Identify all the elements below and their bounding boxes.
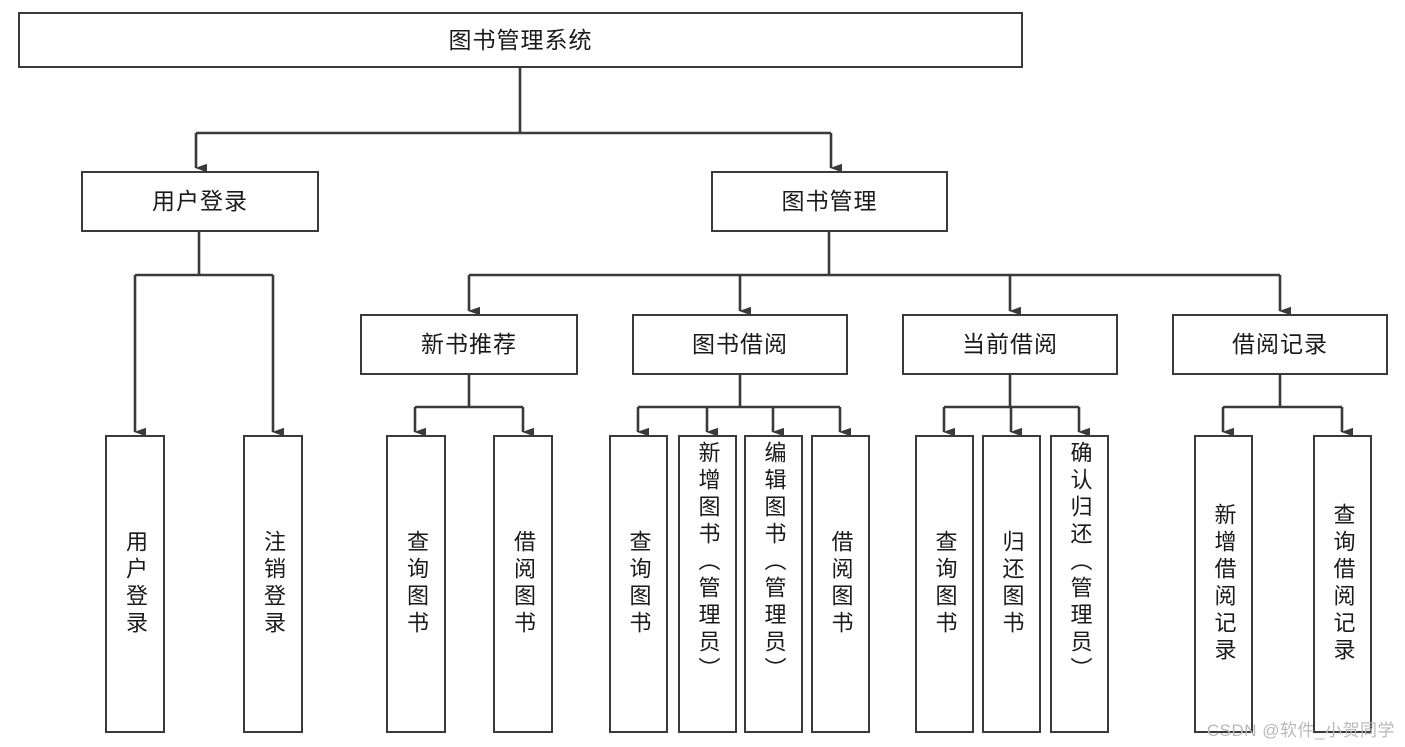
- node-book-management[interactable]: 图书管理: [711, 171, 948, 232]
- leaf-label: 用户登录: [123, 530, 148, 638]
- leaf-borrow-book-1[interactable]: 借阅图书: [493, 435, 553, 733]
- leaf-add-record[interactable]: 新增借阅记录: [1194, 435, 1253, 733]
- leaf-user-login[interactable]: 用户登录: [105, 435, 165, 733]
- leaf-label: 确认归还（管理员）: [1067, 441, 1093, 684]
- leaf-label: 借阅图书: [828, 530, 854, 638]
- leaf-label: 查询图书: [626, 530, 652, 638]
- csdn-watermark: CSDN @软件_小贺同学: [1206, 721, 1395, 740]
- node-book-borrow[interactable]: 图书借阅: [632, 314, 848, 375]
- leaf-query-book-3[interactable]: 查询图书: [915, 435, 974, 733]
- node-root[interactable]: 图书管理系统: [18, 12, 1023, 68]
- leaf-label: 新增借阅记录: [1211, 503, 1237, 665]
- leaf-return-book[interactable]: 归还图书: [982, 435, 1041, 733]
- leaf-label: 查询借阅记录: [1330, 503, 1356, 665]
- leaf-query-book-1[interactable]: 查询图书: [386, 435, 446, 733]
- leaf-label: 注销登录: [261, 530, 286, 638]
- node-borrow-record[interactable]: 借阅记录: [1172, 314, 1388, 375]
- leaf-logout[interactable]: 注销登录: [243, 435, 303, 733]
- leaf-edit-book[interactable]: 编辑图书（管理员）: [744, 435, 803, 733]
- node-new-book-recommend[interactable]: 新书推荐: [360, 314, 578, 375]
- leaf-query-record[interactable]: 查询借阅记录: [1313, 435, 1372, 733]
- leaf-label: 编辑图书（管理员）: [761, 441, 787, 684]
- leaf-label: 查询图书: [932, 530, 958, 638]
- leaf-add-book[interactable]: 新增图书（管理员）: [678, 435, 737, 733]
- node-current-borrow[interactable]: 当前借阅: [902, 314, 1118, 375]
- leaf-label: 借阅图书: [511, 530, 536, 638]
- leaf-label: 归还图书: [999, 530, 1025, 638]
- leaf-query-book-2[interactable]: 查询图书: [609, 435, 668, 733]
- leaf-label: 查询图书: [404, 530, 429, 638]
- leaf-borrow-book-2[interactable]: 借阅图书: [811, 435, 870, 733]
- leaf-label: 新增图书（管理员）: [695, 441, 721, 684]
- leaf-confirm-return[interactable]: 确认归还（管理员）: [1050, 435, 1109, 733]
- node-user-login[interactable]: 用户登录: [81, 171, 319, 232]
